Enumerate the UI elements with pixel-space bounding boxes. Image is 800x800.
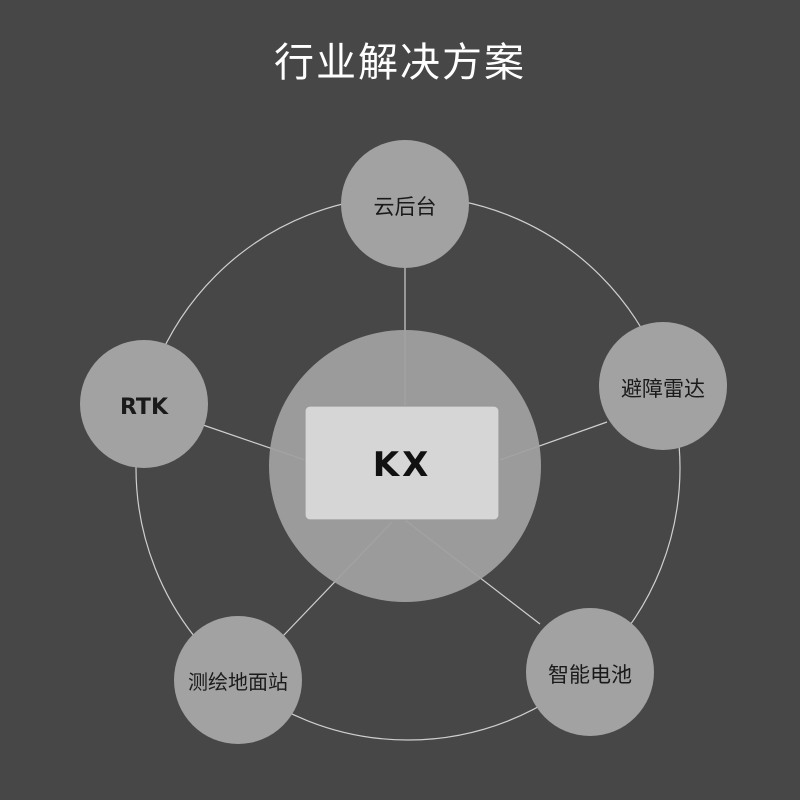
node-radar-circle	[599, 322, 727, 450]
node-rtk: RTK	[80, 340, 208, 468]
center-card	[304, 405, 500, 521]
node-cloud: 云后台	[341, 140, 469, 268]
node-cloud-label: 云后台	[374, 195, 437, 219]
node-rtk-circle	[80, 340, 208, 468]
node-ground-station: 测绘地面站	[174, 616, 302, 744]
node-ground-station-circle	[174, 616, 302, 744]
node-radar: 避障雷达	[599, 322, 727, 450]
node-cloud-circle	[341, 140, 469, 268]
node-battery-label: 智能电池	[548, 663, 632, 687]
node-radar-label: 避障雷达	[621, 377, 705, 401]
page-title: 行业解决方案	[274, 40, 526, 86]
node-battery: 智能电池	[526, 608, 654, 736]
node-rtk-label: RTK	[120, 395, 169, 420]
node-battery-circle	[526, 608, 654, 736]
node-ground-station-label: 测绘地面站	[188, 670, 288, 694]
center-label: KX	[373, 445, 432, 485]
